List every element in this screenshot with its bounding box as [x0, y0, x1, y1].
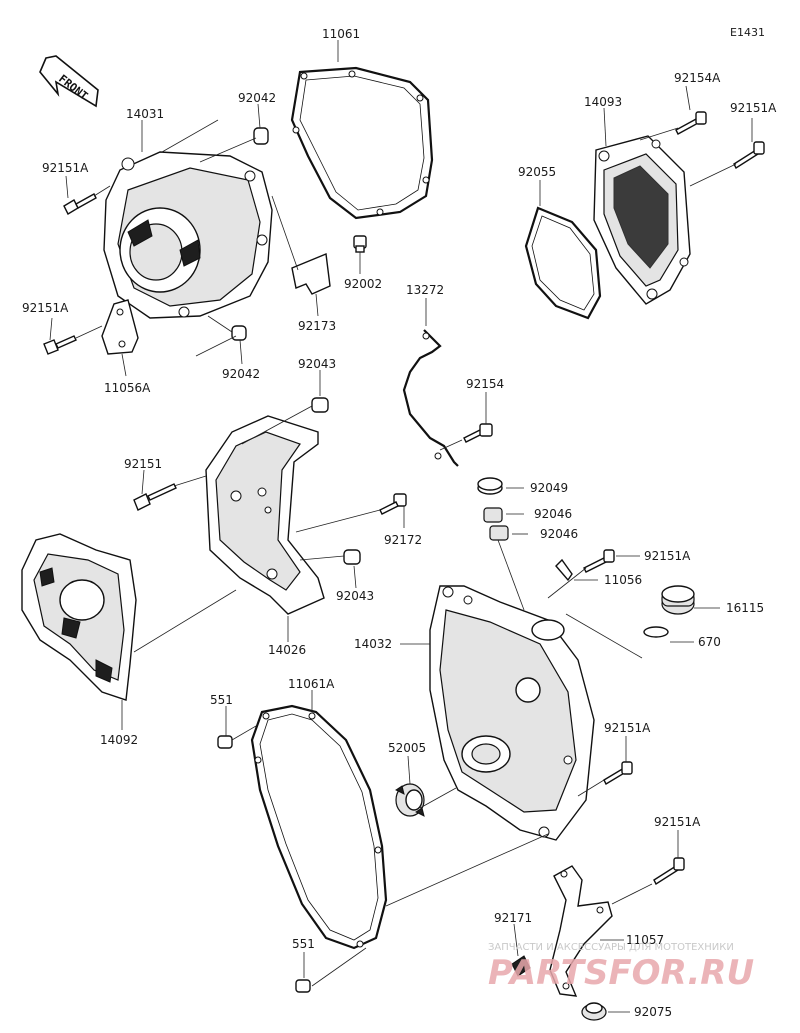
- part-label-92151A-mid-right: 92151A: [644, 549, 691, 563]
- bushing-92046-lower-drawing: [489, 525, 509, 541]
- part-label-670: 670: [698, 635, 721, 649]
- part-label-92002: 92002: [344, 277, 382, 291]
- gasket-13272-drawing: [402, 329, 459, 467]
- part-label-16115: 16115: [726, 601, 764, 615]
- part-label-13272: 13272: [406, 283, 444, 297]
- clip-92171-drawing: [511, 955, 531, 977]
- dowel-551-upper-drawing: [217, 735, 233, 749]
- bolt-92151A-upper-left-drawing: [63, 193, 97, 215]
- o-ring-670-drawing: [643, 626, 669, 638]
- bolt-92172-drawing: [379, 493, 407, 515]
- part-label-14092: 14092: [100, 733, 138, 747]
- part-label-92154: 92154: [466, 377, 504, 391]
- leader-lines: [49, 40, 753, 1013]
- gasket-11061-drawing: [290, 66, 434, 220]
- part-label-92173: 92173: [298, 319, 336, 333]
- dowel-92042-lower-drawing: [231, 325, 247, 341]
- bolt-92151A-right-drawing: [733, 141, 765, 170]
- part-label-52005: 52005: [388, 741, 426, 755]
- part-label-11061A: 11061A: [288, 677, 335, 691]
- part-label-92049: 92049: [530, 481, 568, 495]
- part-label-92046-lower: 92046: [540, 527, 578, 541]
- watermark: ЗАПЧАСТИ И АКСЕССУАРЫ ДЛЯ МОТОТЕХНИКИ PA…: [488, 942, 754, 993]
- bracket-11057-drawing: [549, 865, 613, 997]
- part-label-92151A-lower-right: 92151A: [604, 721, 651, 735]
- part-label-551-upper: 551: [210, 693, 233, 707]
- dowel-92043-lower-drawing: [343, 549, 361, 565]
- bushing-92046-upper-drawing: [483, 507, 503, 523]
- front-arrow-icon: FRONT: [39, 55, 99, 108]
- part-label-11056: 11056: [604, 573, 642, 587]
- bolt-92002-drawing: [353, 235, 367, 253]
- plate-14026-drawing: [205, 415, 325, 615]
- watermark-tagline: ЗАПЧАСТИ И АКСЕССУАРЫ ДЛЯ МОТОТЕХНИКИ: [488, 942, 734, 953]
- dowel-551-lower-drawing: [295, 979, 311, 993]
- part-label-92154A: 92154A: [674, 71, 721, 85]
- part-label-14026: 14026: [268, 643, 306, 657]
- cover-14092-drawing: [21, 533, 137, 701]
- gasket-92055-drawing: [524, 206, 602, 320]
- part-label-14031: 14031: [126, 107, 164, 121]
- dowel-92042-upper-drawing: [253, 127, 269, 145]
- bolt-92154-drawing: [463, 423, 493, 443]
- cover-14032-drawing: [429, 585, 595, 841]
- part-label-92043-lower: 92043: [336, 589, 374, 603]
- grommet-92075-drawing: [581, 1002, 607, 1021]
- part-label-92046-upper: 92046: [534, 507, 572, 521]
- bolt-92151A-lower-right-drawing: [603, 761, 633, 785]
- part-label-92151: 92151: [124, 457, 162, 471]
- part-label-14032: 14032: [354, 637, 392, 651]
- part-label-11056A: 11056A: [104, 381, 151, 395]
- part-label-92075: 92075: [634, 1005, 672, 1019]
- part-label-551-lower: 551: [292, 937, 315, 951]
- part-label-92043-upper: 92043: [298, 357, 336, 371]
- part-label-11061: 11061: [322, 27, 360, 41]
- bushing-92049-drawing: [477, 477, 503, 495]
- part-label-92151A-right: 92151A: [730, 101, 777, 115]
- part-labels: E1431 11061 92042 14031 92151A 92002 921…: [22, 26, 777, 1019]
- part-label-92151A-bottom-right: 92151A: [654, 815, 701, 829]
- bracket-92173-drawing: [291, 253, 331, 295]
- cover-14031-drawing: [103, 151, 273, 319]
- part-label-92171: 92171: [494, 911, 532, 925]
- bolt-92154A-drawing: [675, 111, 707, 135]
- part-label-92042-lower: 92042: [222, 367, 260, 381]
- dowel-92043-upper-drawing: [311, 397, 329, 413]
- gear-52005-drawing: [395, 783, 425, 817]
- clip-11056-drawing: [555, 558, 573, 582]
- part-label-92055: 92055: [518, 165, 556, 179]
- bolt-92151-drawing: [133, 483, 177, 511]
- gasket-11061A-drawing: [250, 704, 388, 950]
- cover-14093-drawing: [593, 135, 691, 305]
- part-label-14093: 14093: [584, 95, 622, 109]
- bolt-92151A-bottom-right-drawing: [653, 857, 685, 886]
- part-label-92151A-lower-left: 92151A: [22, 301, 69, 315]
- diagram-code: E1431: [730, 26, 765, 39]
- part-label-11057: 11057: [626, 933, 664, 947]
- watermark-logo: PARTSFOR.RU: [488, 953, 754, 993]
- bracket-11056A-drawing: [101, 299, 139, 355]
- bolt-92151A-lower-left-drawing: [43, 335, 77, 355]
- cap-16115-drawing: [661, 585, 695, 615]
- part-label-92172: 92172: [384, 533, 422, 547]
- part-label-92151A-upper-left: 92151A: [42, 161, 89, 175]
- part-label-92042-upper: 92042: [238, 91, 276, 105]
- bolt-92151A-mid-right-drawing: [583, 549, 615, 573]
